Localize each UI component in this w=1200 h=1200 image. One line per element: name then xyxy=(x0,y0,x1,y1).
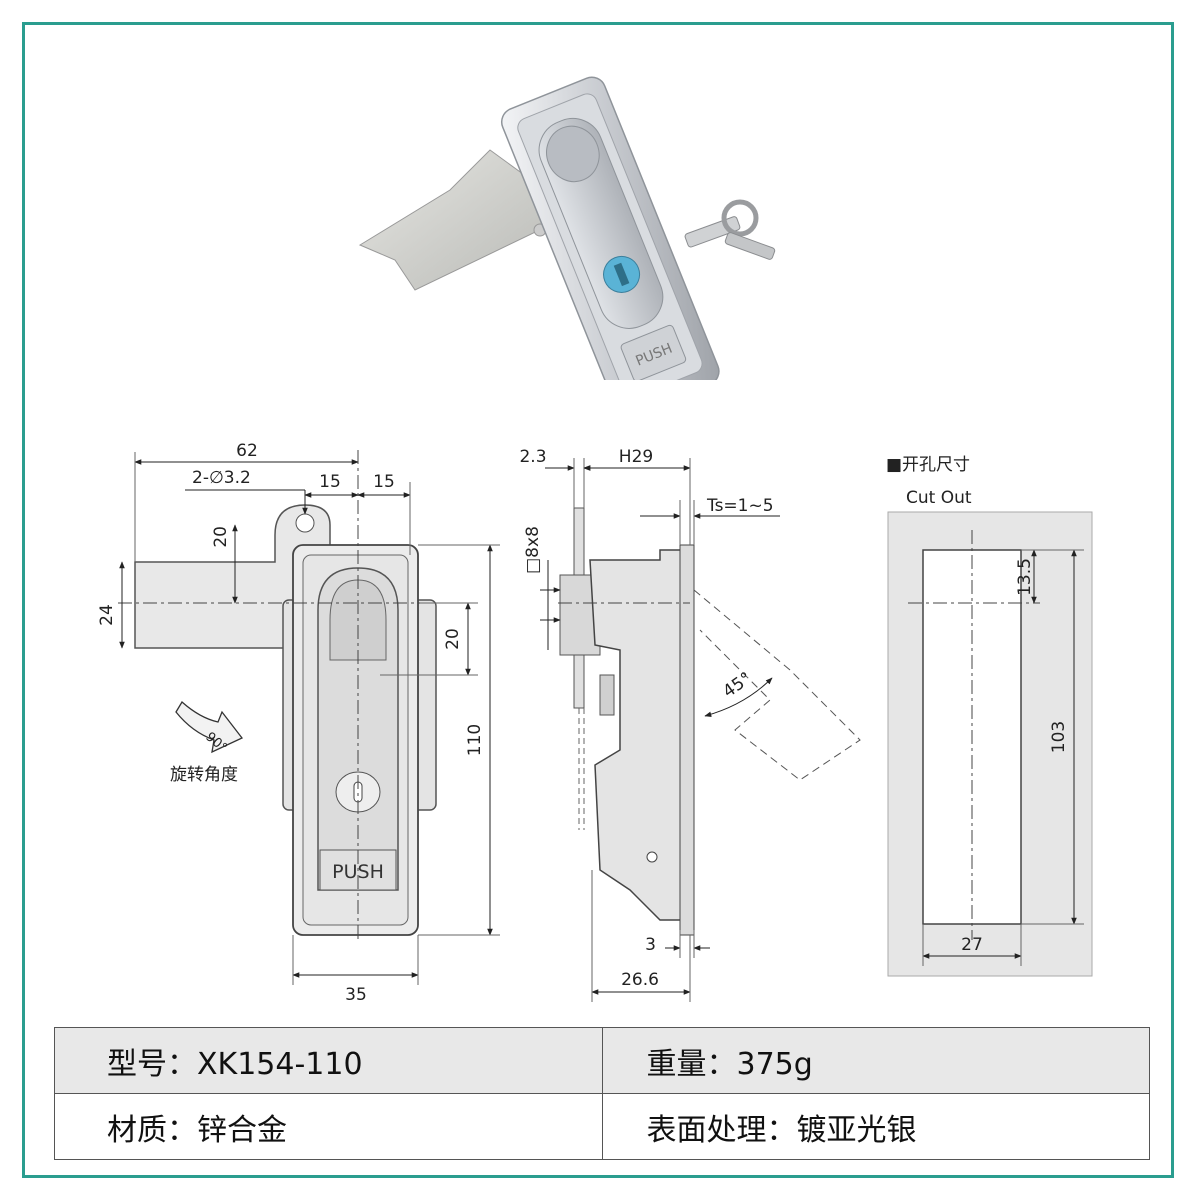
dim-110: 110 xyxy=(465,724,485,756)
dim-width-total: 62 xyxy=(236,441,258,461)
rotation-arrow-icon: 90° xyxy=(175,700,244,756)
dim-15-a: 15 xyxy=(319,472,341,492)
cutout-view: ■开孔尺寸 Cut Out 13.5 103 27 xyxy=(886,455,1093,977)
dim-2-3: 2.3 xyxy=(519,447,546,467)
dim-holes: 2-∅3.2 xyxy=(192,468,251,488)
spec-weight: 重量：375g xyxy=(601,1027,1150,1094)
dim-15-b: 15 xyxy=(373,472,395,492)
dim-angle: 45° xyxy=(719,668,755,702)
spec-model: 型号：XK154-110 xyxy=(54,1027,603,1094)
dim-20-right: 20 xyxy=(443,628,463,650)
spec-finish: 表面处理：镀亚光银 xyxy=(601,1093,1150,1160)
spec-row: 材质：锌合金 表面处理：镀亚光银 xyxy=(54,1093,1150,1160)
product-photo: PUSH xyxy=(358,76,776,380)
lock-body: PUSH xyxy=(500,76,720,380)
dim-13-5: 13.5 xyxy=(1015,558,1035,596)
front-push-text: PUSH xyxy=(332,861,384,883)
dim-h29: H29 xyxy=(619,447,653,467)
technical-drawing: PUSH 62 2-∅3.2 15 15 20 24 20 110 35 xyxy=(97,441,1093,1005)
dim-ts: Ts=1~5 xyxy=(706,496,774,516)
spec-table: 型号：XK154-110 重量：375g 材质：锌合金 表面处理：镀亚光银 xyxy=(54,1027,1150,1160)
dim-24: 24 xyxy=(97,604,117,626)
dim-27: 27 xyxy=(961,935,983,955)
dim-square: □8x8 xyxy=(523,526,543,574)
cutout-title-cn: ■开孔尺寸 xyxy=(886,455,970,475)
spec-row: 型号：XK154-110 重量：375g xyxy=(54,1027,1150,1094)
dim-103: 103 xyxy=(1049,721,1069,753)
key-icon xyxy=(684,199,776,260)
spec-material: 材质：锌合金 xyxy=(54,1093,603,1160)
rotation-label: 旋转角度 xyxy=(170,765,238,785)
front-view: PUSH 62 2-∅3.2 15 15 20 24 20 110 35 xyxy=(97,441,500,1005)
dim-26-6: 26.6 xyxy=(621,970,659,990)
dim-3: 3 xyxy=(645,935,656,955)
cutout-title-en: Cut Out xyxy=(906,488,972,508)
dim-35: 35 xyxy=(345,985,367,1005)
side-view: 45° 2.3 H29 Ts=1~5 □8x8 3 26.6 xyxy=(519,447,861,1002)
dim-20-top: 20 xyxy=(211,526,231,548)
outer-frame xyxy=(22,22,1174,1178)
